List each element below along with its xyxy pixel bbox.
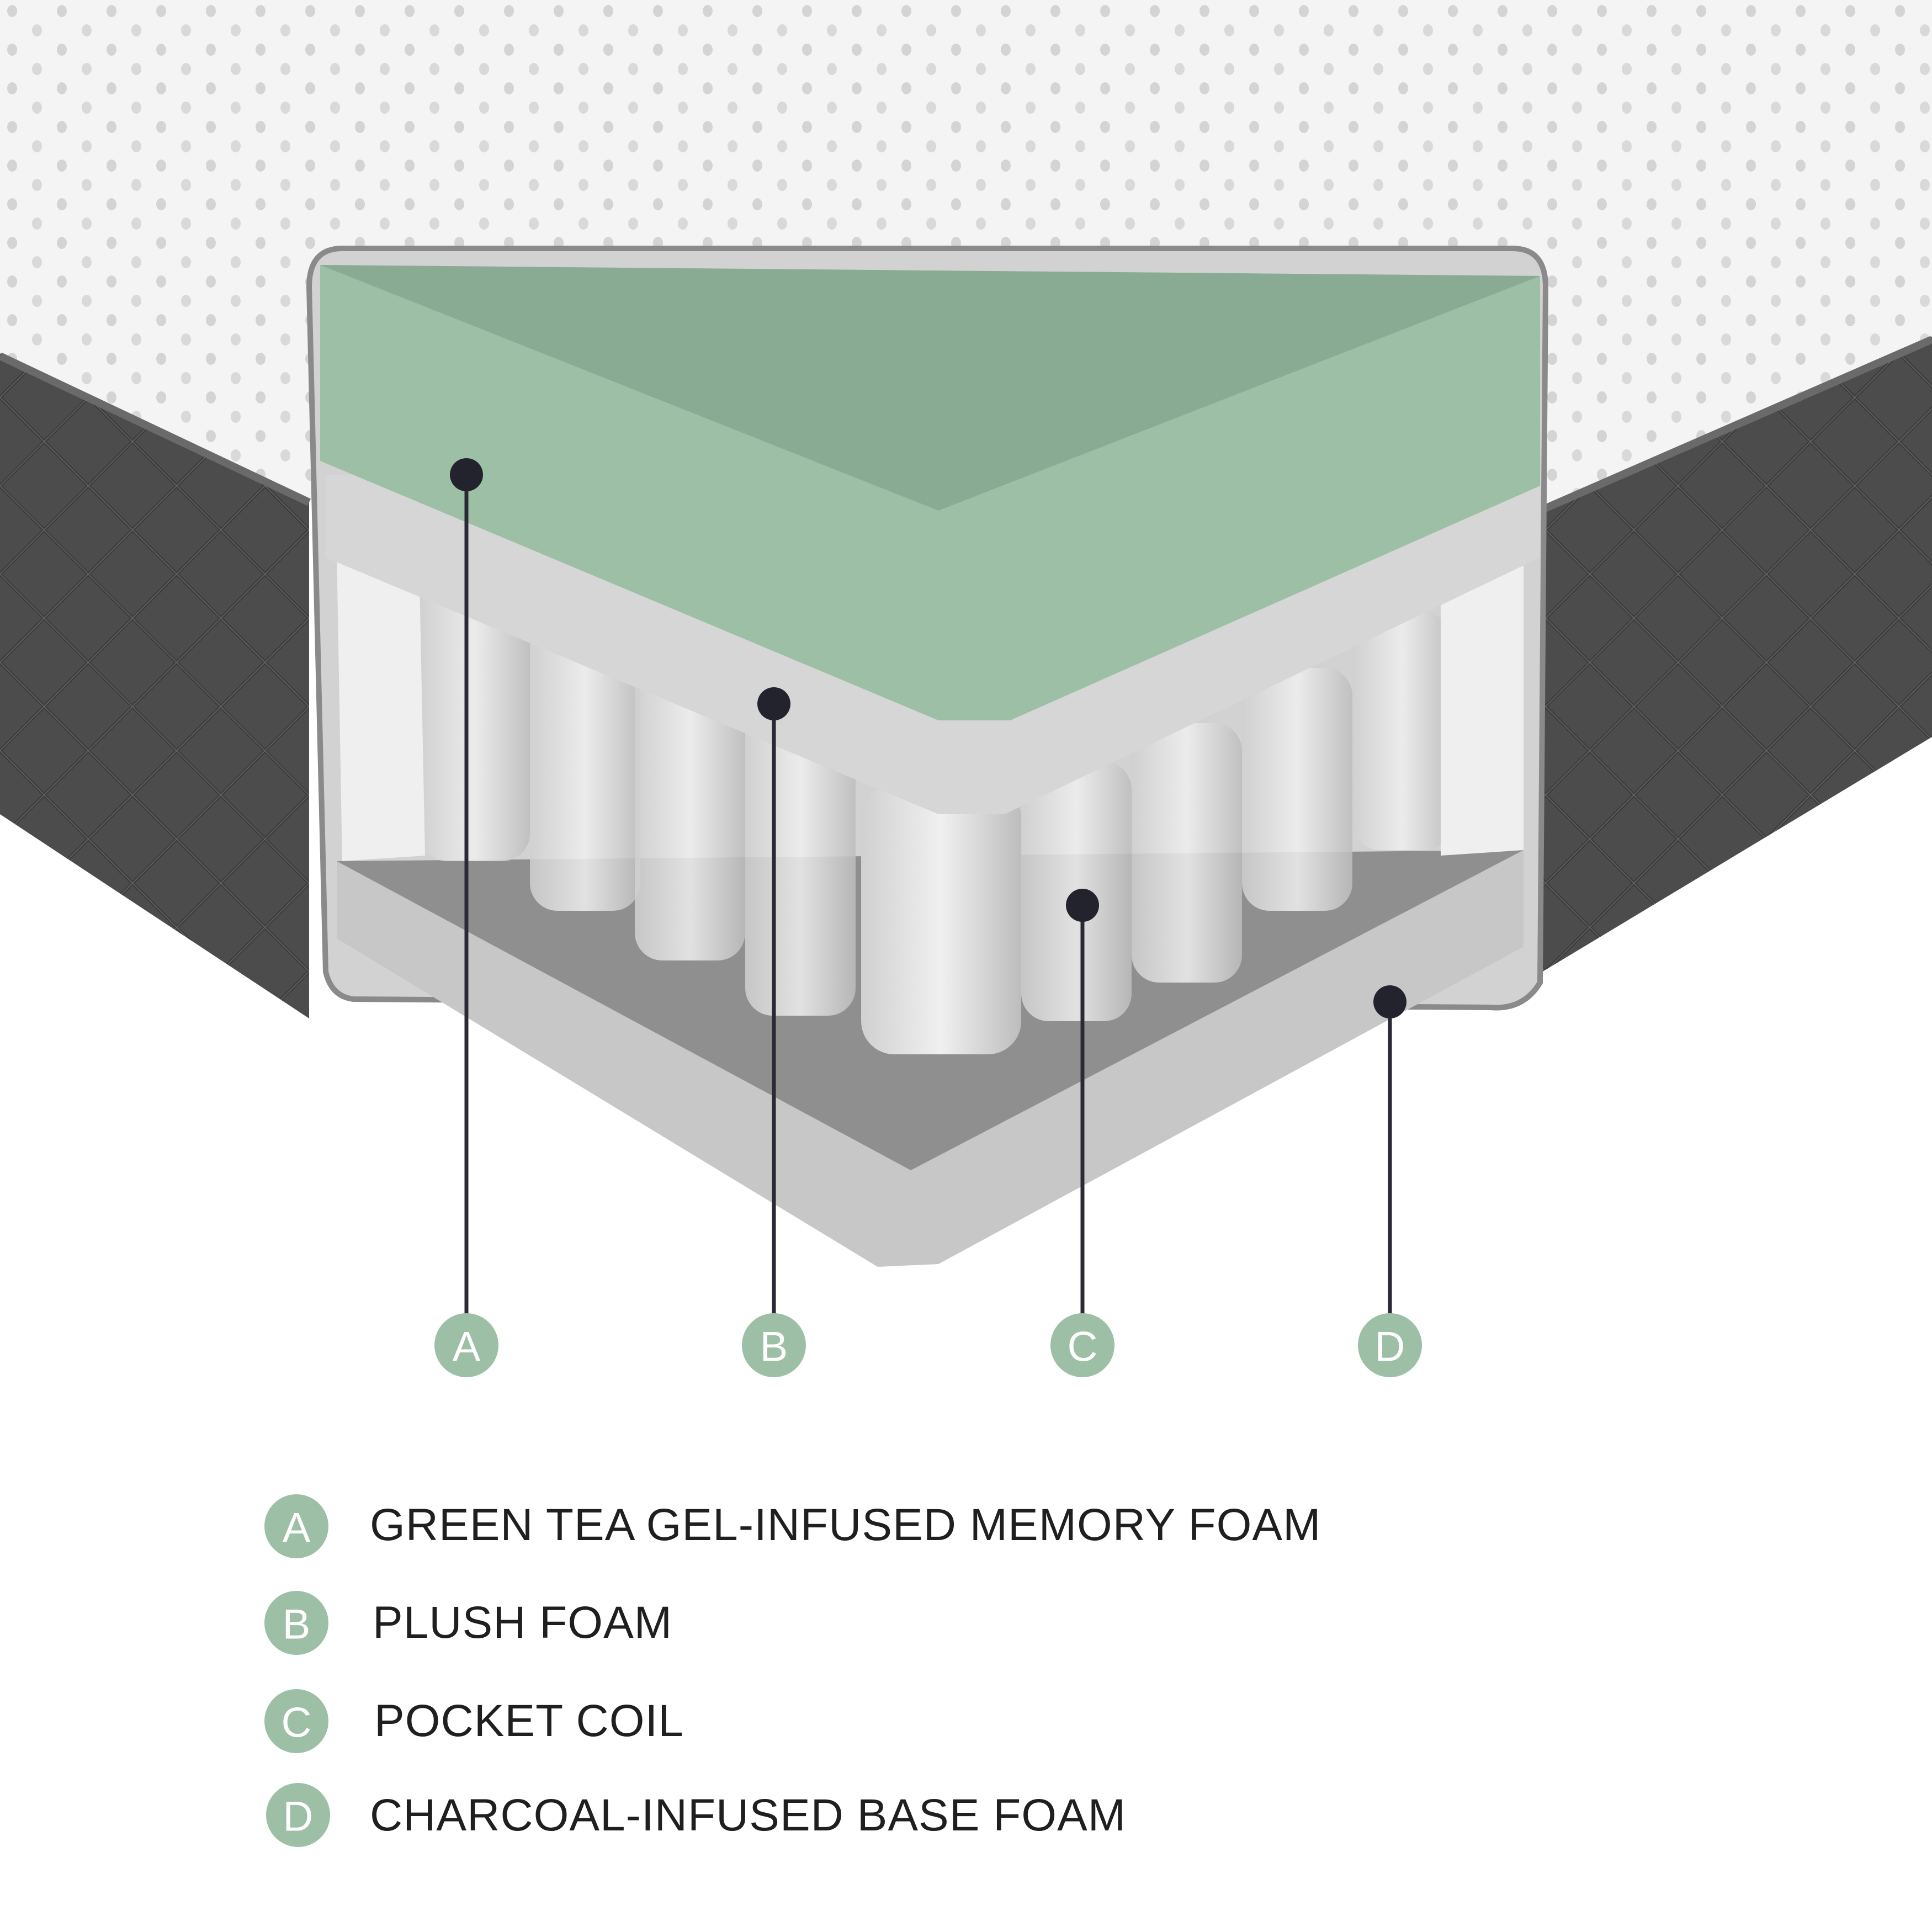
legend-item: D CHARCOAL-INFUSED BASE FOAM (266, 1783, 1126, 1847)
callout-dot-a (450, 458, 483, 491)
marker-letter-c: C (1068, 1324, 1098, 1371)
callout-dot-b (757, 687, 790, 720)
callout-lines (464, 475, 1392, 1314)
foam-wall-right (1441, 552, 1524, 856)
marker-circle-a (434, 1313, 498, 1377)
legend-item: A GREEN TEA GEL-INFUSED MEMORY FOAM (264, 1494, 1321, 1558)
legend-letter-d: D (283, 1793, 314, 1840)
marker-letter-a: A (453, 1324, 481, 1371)
legend-letter-b: B (283, 1601, 311, 1648)
legend-badge-d (266, 1783, 330, 1847)
legend: A GREEN TEA GEL-INFUSED MEMORY FOAM B PL… (264, 1494, 1321, 1847)
cutaway-section (306, 246, 1549, 1267)
cover-piping-right (1538, 336, 1932, 514)
legend-item: C POCKET COIL (264, 1689, 684, 1753)
mattress-left-side-panel (0, 353, 309, 1018)
legend-letter-c: C (282, 1700, 312, 1747)
legend-label-b: PLUSH FOAM (373, 1597, 672, 1648)
legend-badge-a (264, 1494, 328, 1558)
legend-label-a: GREEN TEA GEL-INFUSED MEMORY FOAM (370, 1500, 1321, 1550)
callout-dot-d (1373, 985, 1406, 1018)
legend-letter-a: A (283, 1505, 311, 1552)
legend-item: B PLUSH FOAM (264, 1591, 672, 1655)
legend-badge-c (264, 1689, 328, 1753)
marker-circle-d (1358, 1313, 1422, 1377)
legend-label-d: CHARCOAL-INFUSED BASE FOAM (370, 1790, 1126, 1840)
mattress-right-side-panel (1529, 337, 1932, 980)
marker-circle-b (742, 1313, 806, 1377)
callout-dots (450, 458, 1406, 1018)
marker-circle-c (1050, 1313, 1114, 1377)
cover-piping-left (0, 352, 311, 506)
callout-dot-c (1066, 889, 1099, 922)
layer-memory-foam-top (320, 265, 1540, 511)
callout-markers: A B C D (434, 1313, 1422, 1377)
marker-letter-d: D (1375, 1324, 1405, 1371)
foam-wall-left (337, 552, 425, 861)
legend-badge-b (264, 1591, 328, 1655)
marker-letter-b: B (760, 1324, 788, 1371)
legend-label-c: POCKET COIL (374, 1696, 684, 1746)
